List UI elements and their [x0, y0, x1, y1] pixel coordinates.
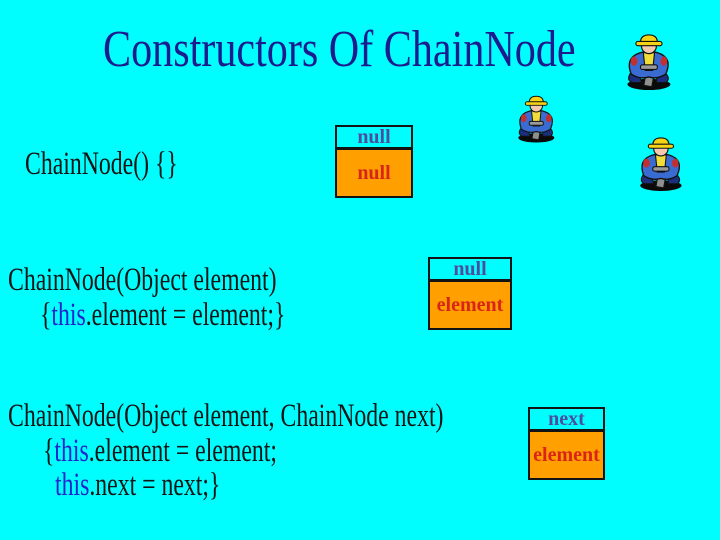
node-2-next-field: null: [430, 259, 510, 282]
code-segment: ChainNode(Object element): [8, 262, 277, 298]
constructor-2-code-line-1: ChainNode(Object element): [8, 264, 277, 297]
node-1-element-field: null: [337, 150, 411, 196]
code-segment: .next = next;}: [89, 467, 221, 503]
node-1-next-field: null: [337, 127, 411, 150]
constructor-3-code-line-2: {this.element = element;: [43, 435, 277, 468]
code-segment: {: [40, 297, 52, 333]
code-segment: {: [43, 433, 55, 469]
code-segment: .element = element;: [88, 433, 277, 469]
construction-worker-icon: [620, 33, 676, 91]
node-box-3: next element: [528, 407, 605, 480]
constructor-2-code-line-2: {this.element = element;}: [40, 299, 285, 332]
construction-worker-icon: [633, 135, 687, 193]
node-3-element-field: element: [530, 432, 603, 478]
node-2-element-field: element: [430, 282, 510, 328]
constructor-3-code-line-1: ChainNode(Object element, ChainNode next…: [8, 400, 443, 433]
slide-title: Constructors Of ChainNode: [103, 21, 576, 78]
node-box-2: null element: [428, 257, 512, 330]
code-segment: ChainNode() {}: [25, 146, 178, 182]
node-box-1: null null: [335, 125, 413, 198]
construction-worker-icon: [512, 90, 559, 148]
code-segment: .element = element;}: [85, 297, 286, 333]
this-keyword: this: [51, 297, 86, 333]
node-3-next-field: next: [530, 409, 603, 432]
constructor-3-code-line-3: this.next = next;}: [55, 469, 220, 502]
code-segment: ChainNode(Object element, ChainNode next…: [8, 398, 444, 434]
this-keyword: this: [54, 433, 89, 469]
constructor-1-code: ChainNode() {}: [25, 148, 178, 181]
this-keyword: this: [55, 467, 90, 503]
